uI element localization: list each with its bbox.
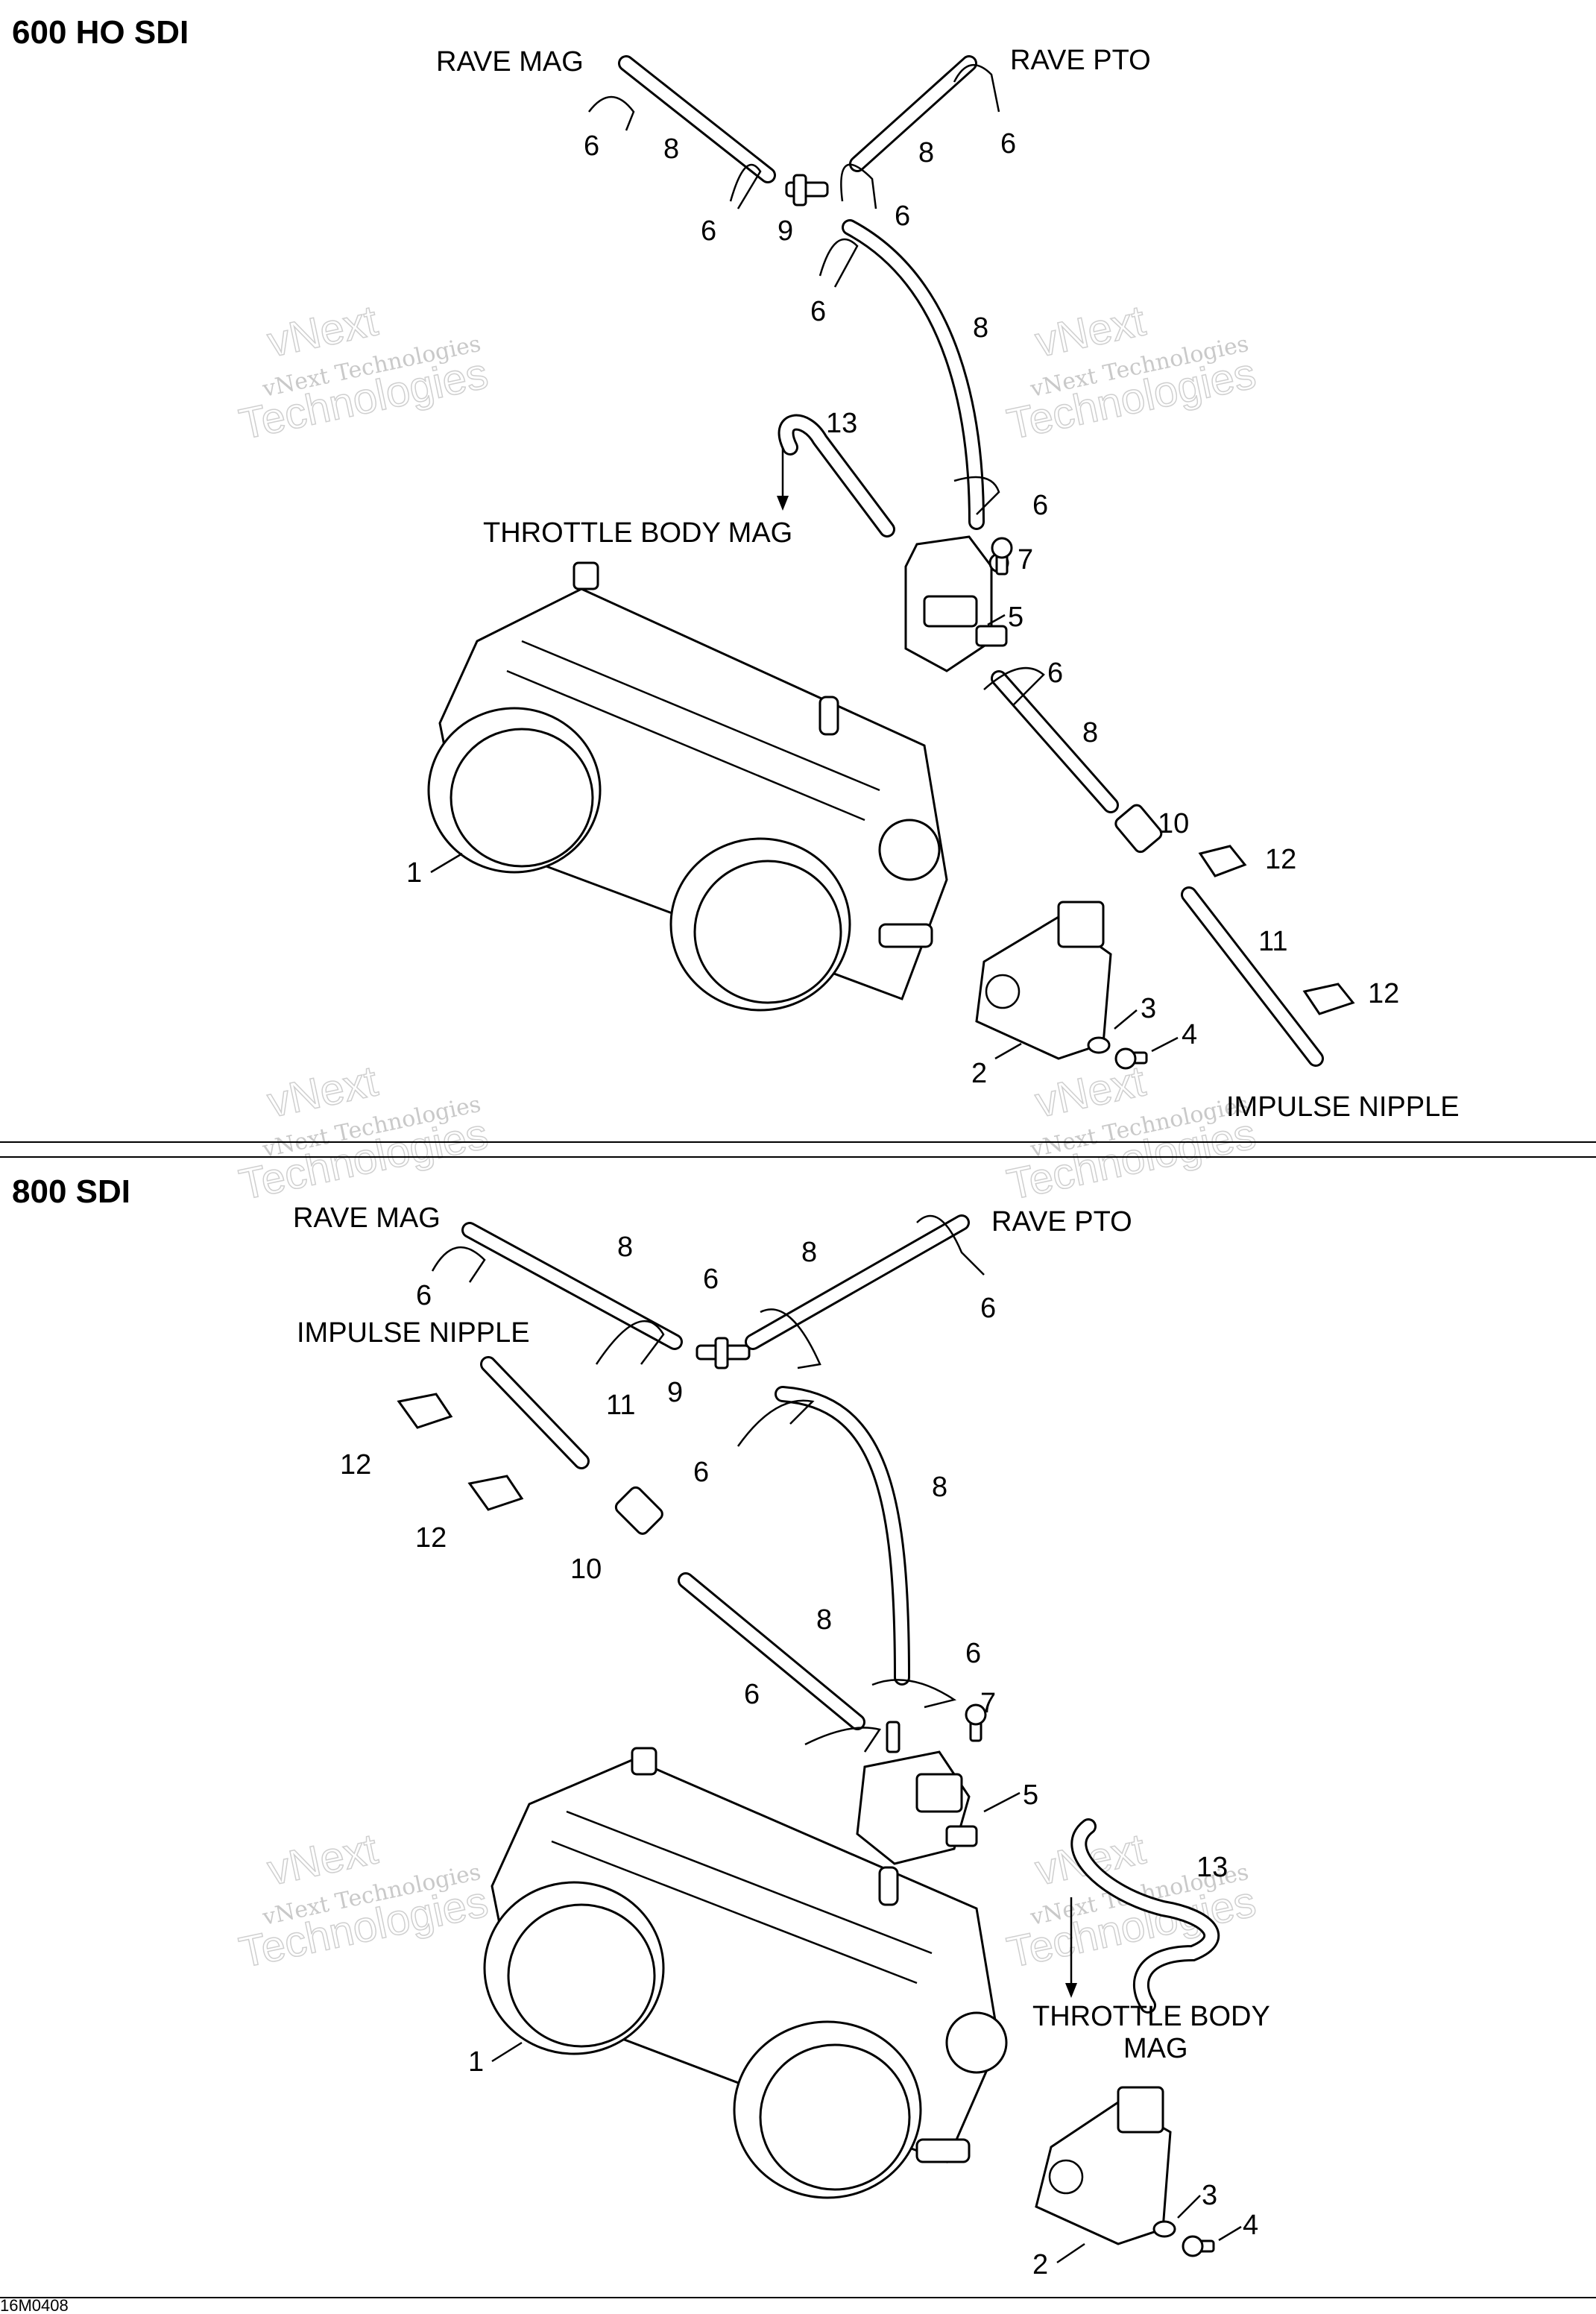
callout-rave-mag: RAVE MAG	[293, 1202, 441, 1234]
item-number: 11	[606, 1390, 635, 1421]
item-number: 6	[693, 1457, 709, 1488]
item-number: 3	[1141, 993, 1156, 1024]
tee-fitting-9	[785, 174, 829, 207]
item-number: 10	[1158, 808, 1189, 839]
item-number: 10	[570, 1554, 602, 1585]
throttle-body-1	[427, 561, 948, 1012]
item-number: 6	[703, 1264, 719, 1295]
section-600-ho-sdi: 600 HO SDI	[12, 14, 1460, 1123]
leader-lines	[430, 614, 1179, 1060]
item-number: 6	[1032, 490, 1048, 521]
screw-7	[965, 1703, 987, 1742]
item-number: 6	[584, 130, 599, 162]
watermark: vNext vNext Technologies Technologies	[235, 1824, 493, 1978]
callout-impulse-nipple: IMPULSE NIPPLE	[1226, 1091, 1460, 1123]
leader-lines	[491, 1791, 1242, 2264]
item-number: 3	[1202, 2180, 1217, 2211]
item-number: 8	[816, 1604, 832, 1636]
item-number: 5	[1008, 602, 1023, 633]
section-800-sdi: 800 SDI	[12, 1173, 1270, 2280]
item-number: 6	[810, 296, 826, 327]
screw-4	[1114, 1047, 1148, 1070]
clamp-12a	[397, 1393, 453, 1429]
callout-rave-pto: RAVE PTO	[991, 1206, 1132, 1238]
item-number: 13	[826, 408, 857, 439]
item-number: 7	[1018, 544, 1033, 576]
item-number: 6	[895, 201, 910, 232]
watermark: vNext vNext Technologies Technologies	[1003, 296, 1261, 450]
washer-3	[1087, 1036, 1111, 1054]
callout-impulse-nipple: IMPULSE NIPPLE	[297, 1317, 530, 1349]
watermark: vNext vNext Technologies Technologies	[235, 1056, 493, 1210]
item-number: 12	[1265, 844, 1296, 875]
drawing-code: 16M0408	[0, 2296, 69, 2314]
item-number: 11	[1258, 926, 1287, 957]
tee-fitting-9	[696, 1337, 751, 1369]
item-number: 2	[1032, 2249, 1048, 2280]
item-number: 12	[340, 1449, 371, 1481]
item-number: 8	[932, 1472, 947, 1503]
item-number: 9	[667, 1377, 683, 1408]
clamp-group	[431, 1214, 985, 1753]
item-number: 9	[778, 215, 793, 247]
callout-throttle-body: THROTTLE BODY	[1032, 2001, 1270, 2032]
item-number: 1	[406, 857, 422, 889]
item-number: 4	[1243, 2210, 1258, 2241]
section-title: 800 SDI	[12, 1173, 130, 1210]
item-number: 6	[416, 1280, 432, 1311]
sensor-2	[1035, 2086, 1172, 2245]
section-title: 600 HO SDI	[12, 14, 189, 51]
fitting-10	[614, 1486, 663, 1535]
item-number: 12	[1368, 978, 1399, 1009]
item-number: 12	[415, 1522, 447, 1554]
screw-7	[991, 537, 1013, 576]
item-number: 6	[965, 1638, 981, 1669]
clamp-group	[588, 63, 1045, 705]
hose-group	[461, 1214, 1220, 2014]
item-number: 2	[971, 1058, 987, 1089]
clamp-12b	[467, 1475, 524, 1511]
screw-4	[1182, 2235, 1215, 2257]
small-parts	[397, 1393, 1215, 2257]
callout-rave-pto: RAVE PTO	[1010, 45, 1151, 76]
item-number: 7	[980, 1688, 996, 1719]
clamp-12a	[1198, 845, 1247, 877]
small-parts	[991, 537, 1355, 1070]
item-number: 8	[801, 1237, 817, 1268]
item-number: 8	[973, 312, 988, 344]
callout-mag: MAG	[1123, 2033, 1188, 2064]
solenoid-valve-5	[856, 1721, 978, 1865]
item-number: 5	[1023, 1779, 1038, 1811]
item-number: 4	[1182, 1019, 1197, 1050]
sensor-2	[975, 901, 1112, 1060]
solenoid-valve-5	[904, 535, 1009, 672]
item-number: 8	[663, 133, 679, 165]
item-number-group: 1 2 3 4 5 6 6 6 6 6 6 6 7 8 8 8 8 9 10 1…	[406, 128, 1399, 1089]
item-number: 6	[1000, 128, 1016, 160]
item-number: 8	[617, 1232, 633, 1263]
clamp-12b	[1302, 983, 1355, 1015]
watermark: vNext vNext Technologies Technologies	[235, 296, 493, 450]
callout-rave-mag: RAVE MAG	[436, 46, 584, 78]
item-number: 13	[1196, 1852, 1228, 1883]
item-number: 8	[918, 137, 934, 168]
item-number: 1	[468, 2046, 484, 2078]
item-number-group: 1 2 3 4 5 6 6 6 6 6 6 7 8 8 8 8 9 10 11 …	[340, 1232, 1258, 2280]
item-number: 6	[1047, 658, 1063, 689]
item-number: 6	[744, 1679, 760, 1710]
item-number: 6	[980, 1293, 996, 1324]
washer-3	[1152, 2220, 1176, 2238]
callout-throttle-body-mag: THROTTLE BODY MAG	[483, 517, 792, 549]
item-number: 6	[701, 215, 716, 247]
throttle-body-1	[483, 1747, 1008, 2199]
item-number: 8	[1082, 717, 1098, 748]
fitting-10	[1114, 804, 1163, 854]
